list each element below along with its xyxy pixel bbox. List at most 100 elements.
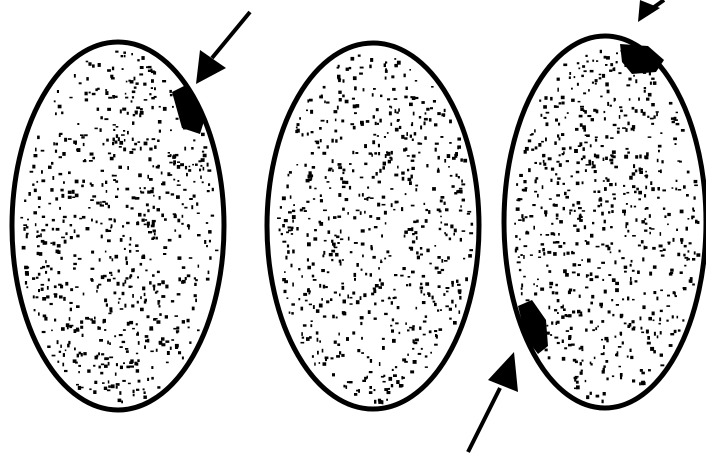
chromatin-dot bbox=[576, 171, 580, 174]
chromatin-dot bbox=[159, 196, 161, 200]
chromatin-dot bbox=[594, 357, 596, 359]
chromatin-dot bbox=[581, 349, 583, 351]
chromatin-dot bbox=[584, 142, 587, 144]
chromatin-dot bbox=[26, 286, 28, 288]
chromatin-dot bbox=[585, 135, 588, 137]
chromatin-dot bbox=[149, 93, 151, 95]
chromatin-dot bbox=[140, 263, 143, 266]
chromatin-dot bbox=[88, 207, 90, 209]
chromatin-dot bbox=[525, 231, 529, 234]
chromatin-dot bbox=[339, 98, 342, 102]
chromatin-dot bbox=[70, 288, 73, 291]
chromatin-dot bbox=[573, 263, 577, 266]
chromatin-dot bbox=[133, 268, 135, 271]
chromatin-dot bbox=[156, 349, 158, 352]
chromatin-dot bbox=[603, 345, 605, 349]
chromatin-dot bbox=[41, 229, 45, 231]
chromatin-dot bbox=[443, 293, 445, 296]
chromatin-dot bbox=[438, 156, 440, 160]
chromatin-dot bbox=[639, 168, 642, 172]
chromatin-dot bbox=[632, 235, 636, 237]
chromatin-dot bbox=[420, 287, 424, 290]
chromatin-dot bbox=[51, 162, 53, 165]
chromatin-dot bbox=[142, 255, 145, 257]
chromatin-dot bbox=[563, 269, 567, 273]
chromatin-dot bbox=[567, 112, 569, 114]
chromatin-dot bbox=[72, 190, 75, 194]
chromatin-dot bbox=[76, 328, 79, 330]
chromatin-dot bbox=[391, 329, 394, 332]
chromatin-dot bbox=[182, 280, 186, 283]
chromatin-dot bbox=[590, 278, 594, 281]
chromatin-dot bbox=[107, 239, 111, 242]
chromatin-dot bbox=[54, 319, 56, 322]
chromatin-dot bbox=[208, 271, 210, 275]
chromatin-dot bbox=[369, 386, 372, 389]
chromatin-dot bbox=[572, 311, 575, 314]
chromatin-dot bbox=[309, 186, 311, 189]
chromatin-dot bbox=[415, 185, 418, 187]
chromatin-dot bbox=[612, 375, 614, 377]
chromatin-dot bbox=[149, 148, 152, 151]
chromatin-dot bbox=[657, 197, 660, 199]
chromatin-dot bbox=[384, 136, 386, 138]
chromatin-dot bbox=[120, 366, 123, 370]
chromatin-dot bbox=[628, 78, 631, 81]
chromatin-dot bbox=[201, 133, 205, 136]
chromatin-dot bbox=[447, 154, 451, 158]
chromatin-dot bbox=[393, 289, 395, 291]
chromatin-dot bbox=[673, 291, 676, 294]
chromatin-dot bbox=[378, 144, 380, 148]
chromatin-dot bbox=[131, 207, 134, 209]
chromatin-dot bbox=[604, 56, 607, 59]
chromatin-dot bbox=[146, 203, 149, 206]
chromatin-dot bbox=[341, 354, 344, 357]
chromatin-dot bbox=[50, 188, 53, 192]
chromatin-dot bbox=[616, 304, 619, 306]
chromatin-dot bbox=[627, 325, 630, 328]
chromatin-dot bbox=[546, 122, 549, 126]
chromatin-dot bbox=[327, 271, 330, 273]
chromatin-dot bbox=[129, 250, 131, 253]
chromatin-dot bbox=[572, 272, 576, 274]
chromatin-dot bbox=[132, 96, 134, 98]
chromatin-dot bbox=[556, 322, 558, 325]
chromatin-dot bbox=[153, 318, 156, 320]
chromatin-dot bbox=[611, 210, 613, 213]
chromatin-dot bbox=[440, 200, 443, 203]
chromatin-dot bbox=[302, 337, 304, 339]
chromatin-dot bbox=[633, 75, 635, 77]
chromatin-dot bbox=[524, 245, 528, 247]
chromatin-dot bbox=[99, 339, 103, 342]
chromatin-dot bbox=[553, 241, 557, 243]
chromatin-dot bbox=[302, 207, 305, 209]
chromatin-dot bbox=[291, 264, 293, 268]
chromatin-dot bbox=[168, 152, 170, 154]
chromatin-dot bbox=[50, 268, 53, 271]
chromatin-dot bbox=[110, 227, 112, 229]
chromatin-dot bbox=[523, 180, 526, 183]
chromatin-dot bbox=[602, 370, 605, 373]
chromatin-dot bbox=[439, 228, 442, 230]
chromatin-dot bbox=[100, 223, 102, 225]
chromatin-dot bbox=[119, 146, 122, 148]
chromatin-dot bbox=[410, 370, 414, 373]
chromatin-dot bbox=[577, 62, 580, 64]
chromatin-dot bbox=[545, 349, 548, 352]
chromatin-dot bbox=[401, 384, 403, 387]
chromatin-dot bbox=[393, 374, 397, 377]
chromatin-dot bbox=[344, 300, 346, 303]
chromatin-dot bbox=[153, 230, 156, 233]
chromatin-dot bbox=[50, 303, 53, 305]
chromatin-dot bbox=[175, 347, 178, 349]
chromatin-dot bbox=[574, 210, 576, 212]
chromatin-dot bbox=[649, 214, 651, 218]
chromatin-dot bbox=[105, 203, 108, 205]
chromatin-dot bbox=[625, 128, 627, 132]
chromatin-dot bbox=[557, 78, 560, 81]
chromatin-dot bbox=[543, 252, 545, 255]
chromatin-dot bbox=[150, 259, 152, 261]
chromatin-dot bbox=[181, 223, 183, 225]
chromatin-dot bbox=[85, 92, 88, 96]
chromatin-dot bbox=[322, 349, 324, 353]
